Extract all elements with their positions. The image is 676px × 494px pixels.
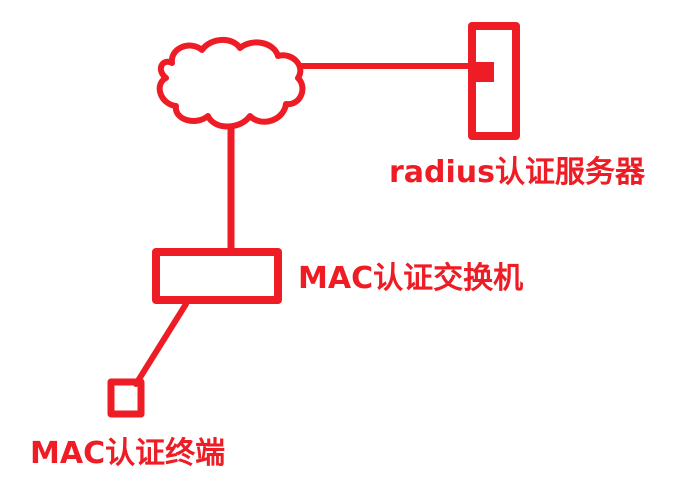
terminal-box (107, 378, 145, 418)
server-port (474, 62, 494, 82)
mac-switch-label: MAC认证交换机 (298, 261, 524, 296)
radius-server-label: radius认证服务器 (389, 155, 646, 190)
radius-server-box (468, 22, 520, 140)
switch-to-terminal-line (133, 301, 189, 387)
switch-box (152, 248, 282, 304)
mac-terminal-label: MAC认证终端 (30, 436, 226, 471)
cloud-icon (156, 37, 306, 130)
